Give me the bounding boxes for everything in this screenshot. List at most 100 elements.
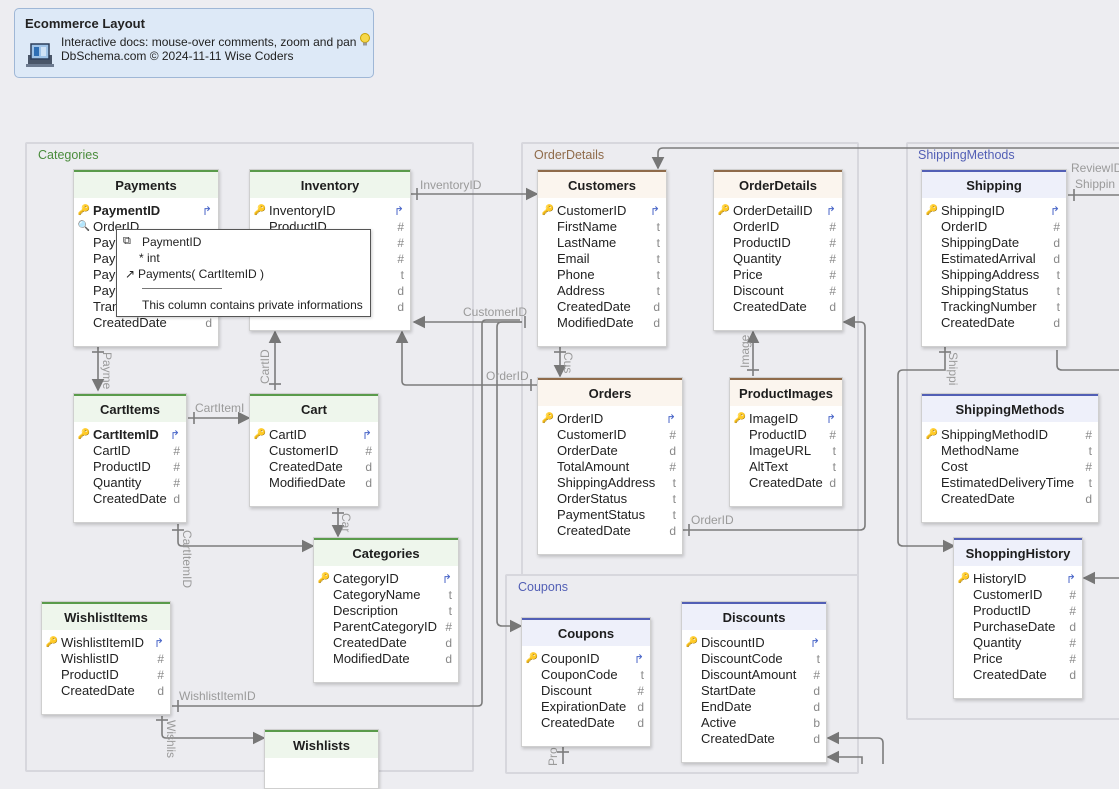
column-row[interactable]: 🔑InventoryID↱ — [250, 203, 410, 219]
column-row[interactable]: 🔑WishlistItemID↱ — [42, 635, 170, 651]
table-title[interactable]: Cart — [250, 394, 378, 422]
column-row[interactable]: 🔑ImageID↱ — [730, 411, 842, 427]
column-row[interactable]: 🔑HistoryID↱ — [954, 571, 1082, 587]
table-title[interactable]: Coupons — [522, 618, 650, 646]
column-row[interactable]: d — [250, 299, 410, 315]
column-row[interactable]: 🔑OrderID↱ — [538, 411, 682, 427]
table-wishlists[interactable]: Wishlists — [264, 729, 379, 789]
column-row[interactable]: 🔑CategoryID↱ — [314, 571, 458, 587]
table-cartitems[interactable]: CartItems🔑CartItemID↱CartID#ProductID#Qu… — [73, 393, 187, 523]
column-row[interactable]: CustomerID# — [954, 587, 1082, 603]
table-title[interactable]: CartItems — [74, 394, 186, 422]
table-title[interactable]: Orders — [538, 378, 682, 406]
column-row[interactable]: 🔑CartItemID↱ — [74, 427, 186, 443]
column-row[interactable]: Quantity# — [74, 475, 186, 491]
column-row[interactable]: 🔑DiscountID↱ — [682, 635, 826, 651]
column-row[interactable]: 🔑CouponID↱ — [522, 651, 650, 667]
column-row[interactable]: Discount# — [714, 283, 842, 299]
column-row[interactable]: 🔑CustomerID↱ — [538, 203, 666, 219]
table-title[interactable]: Inventory — [250, 170, 410, 198]
table-title[interactable]: Wishlists — [265, 730, 378, 758]
lightbulb-icon[interactable] — [359, 33, 371, 47]
column-row[interactable]: OrderID# — [714, 219, 842, 235]
column-row[interactable]: ProductID# — [954, 603, 1082, 619]
column-row[interactable]: ProductID# — [714, 235, 842, 251]
column-row[interactable]: ProductID# — [730, 427, 842, 443]
column-row[interactable]: 🔑PaymentID↱ — [74, 203, 218, 219]
column-row[interactable]: DiscountAmount# — [682, 667, 826, 683]
table-title[interactable]: ShippingMethods — [922, 394, 1098, 422]
column-row[interactable]: Pay — [74, 235, 218, 251]
column-row[interactable]: Quantity# — [954, 635, 1082, 651]
table-productimages[interactable]: ProductImages 🔑ImageID↱ProductID#ImageURL… — [729, 377, 843, 507]
column-row[interactable]: Pay — [74, 251, 218, 267]
table-wishlistitems[interactable]: WishlistItems 🔑WishlistItemID↱WishlistID#… — [41, 601, 171, 715]
table-shoppinghistory[interactable]: ShoppingHistory 🔑HistoryID↱CustomerID#Pro… — [953, 537, 1083, 699]
column-row[interactable]: # — [250, 251, 410, 267]
column-row[interactable]: CustomerID# — [250, 443, 378, 459]
table-title[interactable]: Shipping — [922, 170, 1066, 198]
column-row[interactable]: Price# — [714, 267, 842, 283]
column-row[interactable]: Pay — [74, 283, 218, 299]
table-title[interactable]: ShoppingHistory — [954, 538, 1082, 566]
column-row[interactable]: Discount# — [522, 683, 650, 699]
column-row[interactable]: ProductID# — [74, 459, 186, 475]
table-title[interactable]: OrderDetails — [714, 170, 842, 198]
table-orderdetails[interactable]: OrderDetails🔑OrderDetailID↱OrderID#Produ… — [713, 169, 843, 331]
table-shippingmethods[interactable]: ShippingMethods🔑ShippingMethodID#MethodN… — [921, 393, 1099, 523]
table-title[interactable]: WishlistItems — [42, 602, 170, 630]
table-title[interactable]: Payments — [74, 170, 218, 198]
column-row[interactable]: WishlistID# — [42, 651, 170, 667]
table-title[interactable]: Categories — [314, 538, 458, 566]
column-row[interactable]: # — [250, 235, 410, 251]
column-row[interactable]: TotalAmount# — [538, 459, 682, 475]
column-row[interactable]: CustomerID# — [538, 427, 682, 443]
table-title[interactable]: ProductImages — [730, 378, 842, 406]
column-row[interactable]: Pay — [74, 267, 218, 283]
table-shipping[interactable]: Shipping🔑ShippingID↱OrderID#ShippingDate… — [921, 169, 1067, 347]
table-title[interactable]: Customers — [538, 170, 666, 198]
column-row[interactable]: Tran — [74, 299, 218, 315]
table-title[interactable]: Discounts — [682, 602, 826, 630]
column-row[interactable]: OrderID# — [922, 219, 1066, 235]
